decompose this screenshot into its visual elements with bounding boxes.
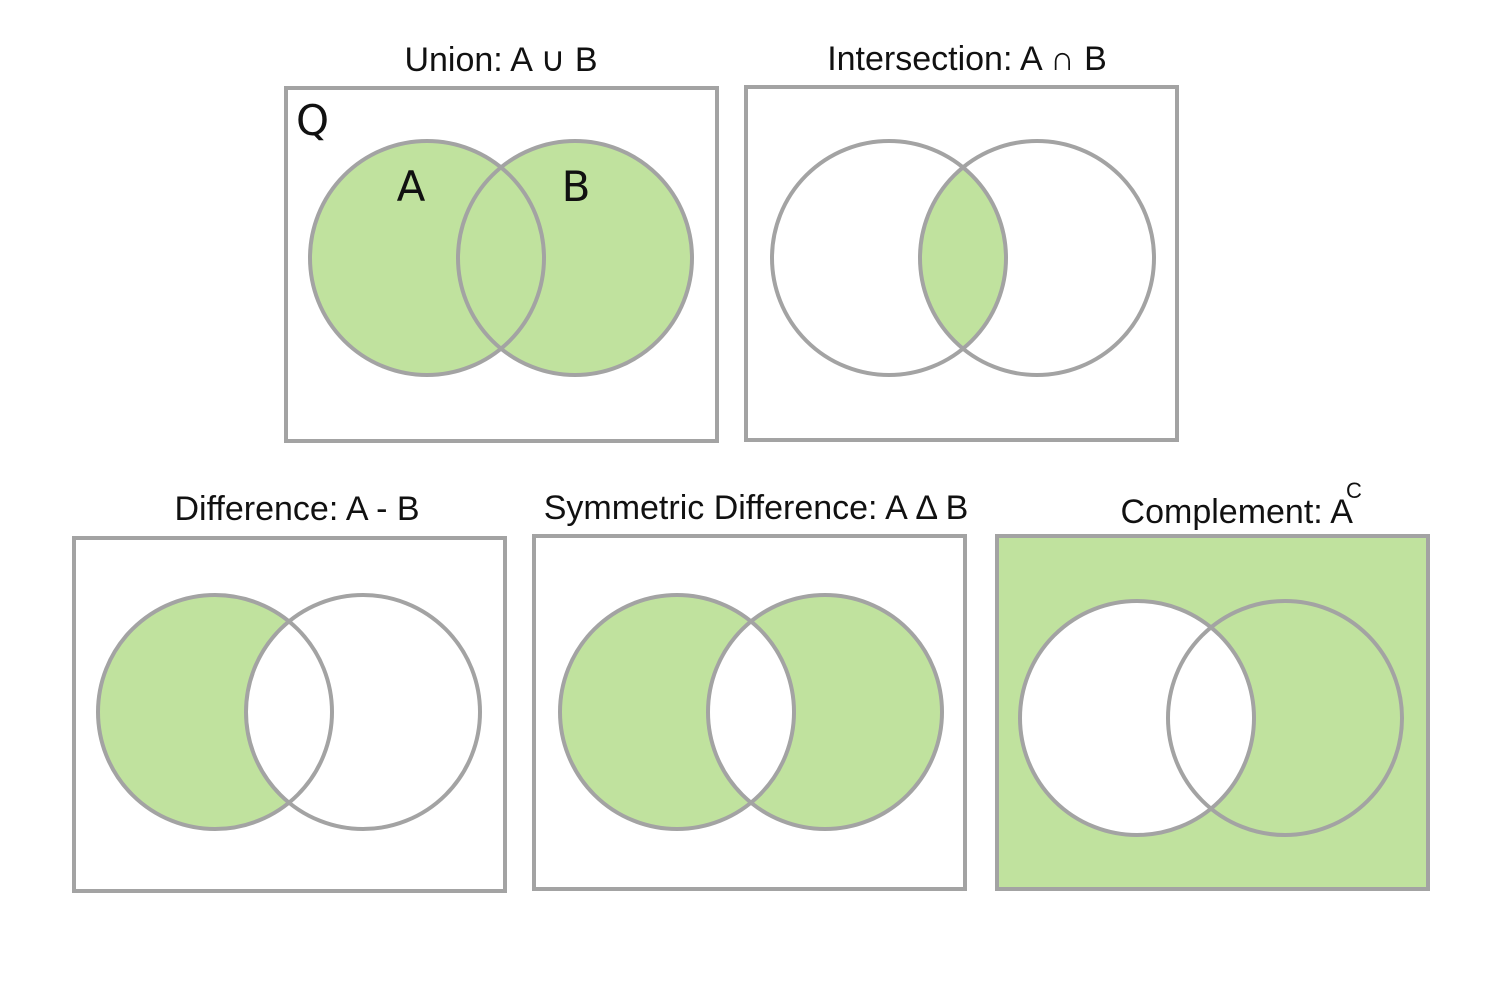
set-a-outline: [770, 139, 1008, 377]
panel-title-union: Union: A ∪ B: [404, 41, 597, 79]
set-b-outline: [456, 139, 694, 377]
set-b-outline: [1166, 599, 1404, 837]
set-b-outline: [918, 139, 1156, 377]
set-b-outline: [244, 593, 482, 831]
panel-complement: Complement: A C: [995, 478, 1430, 891]
panel-title-intersection: Intersection: A ∩ B: [827, 40, 1107, 78]
set-a-outline: [558, 593, 796, 831]
set-a-outline: [308, 139, 546, 377]
panel-title-complement: Complement: A: [1121, 493, 1354, 531]
set-a-cutout: [1020, 601, 1254, 835]
panel-title-difference: Difference: A - B: [174, 490, 419, 528]
overlap-cutout: [246, 595, 332, 829]
set-b-outline: [706, 593, 944, 831]
set-a-outline: [96, 593, 334, 831]
panel-title-symmetric-difference: Symmetric Difference: A Δ B: [544, 489, 969, 527]
set-b-label: B: [562, 162, 591, 211]
panel-union: Union: A ∪ B Q A B: [284, 41, 719, 443]
panel-symmetric-difference: Symmetric Difference: A Δ B: [532, 489, 969, 891]
intersection-region: [920, 141, 1006, 375]
set-a-label: A: [397, 162, 426, 211]
overlap-cutout: [708, 595, 794, 829]
set-a-outline: [1018, 599, 1256, 837]
complement-superscript: C: [1346, 478, 1362, 503]
set-b-circle: [458, 141, 692, 375]
universe-label: Q: [296, 96, 329, 145]
panel-difference: Difference: A - B: [72, 490, 507, 893]
panel-intersection: Intersection: A ∩ B: [744, 40, 1179, 442]
